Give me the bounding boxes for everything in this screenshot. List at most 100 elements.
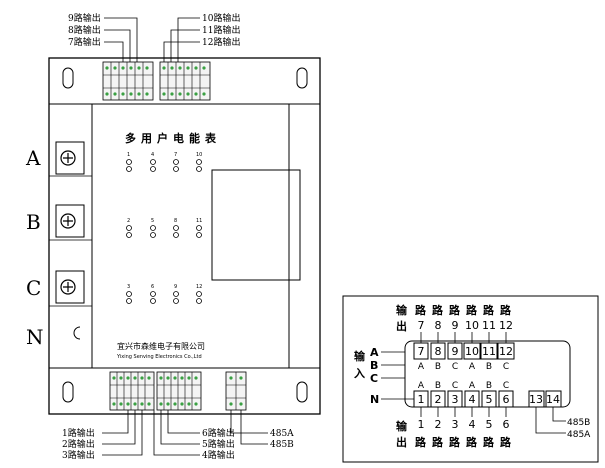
phase-label: N bbox=[26, 325, 44, 349]
terminal-box bbox=[430, 342, 446, 360]
terminal-block bbox=[102, 61, 154, 101]
box-label: 13 bbox=[529, 393, 543, 406]
led-icon bbox=[173, 291, 179, 297]
bottom-number: 6 bbox=[503, 418, 510, 431]
output-label: 10路输出 bbox=[202, 12, 240, 24]
phase-label: B bbox=[26, 210, 41, 234]
box-label: 6 bbox=[503, 393, 510, 406]
neutral-label: N bbox=[370, 393, 379, 406]
screw-icon bbox=[60, 213, 76, 229]
screw-icon bbox=[60, 279, 76, 295]
input-phase: B bbox=[370, 359, 378, 372]
bottom-box-row: 1 2 3 4 5 6 13 14 bbox=[413, 390, 562, 408]
led-icon bbox=[173, 166, 179, 172]
road-char: 路 bbox=[483, 435, 495, 449]
box-label: 9 bbox=[452, 345, 459, 358]
output-label: 6路输出 bbox=[202, 427, 235, 439]
box-label: 2 bbox=[435, 393, 442, 406]
box-label: 12 bbox=[499, 345, 513, 358]
led-icon bbox=[126, 166, 132, 172]
bottom-abc-row: A B C A B C bbox=[418, 381, 509, 391]
led-label: 11 bbox=[196, 218, 202, 224]
terminal-block bbox=[109, 371, 155, 411]
phase-letter: C bbox=[503, 362, 509, 372]
output-label: 9路输出 bbox=[68, 12, 101, 24]
output-label: 7路输出 bbox=[68, 36, 101, 48]
led-icon bbox=[150, 298, 156, 304]
output-label: 4路输出 bbox=[202, 449, 235, 461]
output-label: 12路输出 bbox=[202, 36, 240, 48]
led-icon bbox=[126, 225, 132, 231]
led-icon bbox=[196, 232, 202, 238]
screw-icon bbox=[60, 150, 76, 166]
output-label: 485B bbox=[270, 440, 294, 450]
top-number-row: 7 8 9 10 11 12 bbox=[418, 319, 514, 332]
led-icon bbox=[150, 225, 156, 231]
phase-letter: B bbox=[435, 381, 441, 391]
meter-cover bbox=[91, 103, 290, 369]
terminal-box bbox=[528, 390, 545, 408]
phase-letter: C bbox=[452, 362, 458, 372]
phase-letter: B bbox=[486, 362, 492, 372]
phase-letter: A bbox=[469, 381, 476, 391]
terminal-box bbox=[545, 390, 562, 408]
led-label: 9 bbox=[174, 284, 177, 290]
output-label: 11路输出 bbox=[202, 24, 240, 36]
road-char: 路 bbox=[415, 435, 427, 449]
terminal-box bbox=[463, 342, 481, 360]
phase-letter: A bbox=[418, 362, 425, 372]
phase-letter: B bbox=[486, 381, 492, 391]
bottom-number: 1 bbox=[418, 418, 425, 431]
led-label: 6 bbox=[151, 284, 154, 290]
road-char: 路 bbox=[449, 435, 461, 449]
road-char: 路 bbox=[415, 303, 427, 317]
output-label: 1路输出 bbox=[62, 427, 95, 439]
phase-letter: C bbox=[503, 381, 509, 391]
led-icon bbox=[126, 159, 132, 165]
input-phase: A bbox=[370, 346, 379, 359]
phase-terminals bbox=[49, 141, 92, 340]
top-number: 12 bbox=[499, 319, 513, 332]
output-label: 2路输出 bbox=[62, 438, 95, 450]
meter-body bbox=[48, 57, 321, 415]
phase-terminal-b bbox=[55, 204, 85, 238]
box-label: 14 bbox=[546, 393, 560, 406]
road-char: 路 bbox=[432, 435, 444, 449]
top-abc-row: A B C A B C bbox=[418, 362, 509, 372]
top-number: 9 bbox=[452, 319, 459, 332]
meter-enclosure: 多用户电能表 宜兴市森维电子有限公司 Yixing Senving Electr… bbox=[25, 12, 321, 461]
led-label: 1 bbox=[127, 152, 130, 158]
road-char: 路 bbox=[500, 435, 512, 449]
terminal-box bbox=[497, 342, 515, 360]
output-label: 485A bbox=[270, 429, 294, 439]
led-icon bbox=[196, 225, 202, 231]
led-icon bbox=[150, 159, 156, 165]
output-label: 3路输出 bbox=[62, 449, 95, 461]
led-icon bbox=[126, 298, 132, 304]
input-phase: C bbox=[370, 372, 378, 385]
led-label: 7 bbox=[174, 152, 177, 158]
led-label: 12 bbox=[196, 284, 202, 290]
mount-slot bbox=[296, 381, 308, 403]
bottom-number-row: 1 2 3 4 5 6 bbox=[418, 418, 510, 431]
road-char: 路 bbox=[449, 303, 461, 317]
led-icon bbox=[196, 291, 202, 297]
terminal-box bbox=[413, 342, 429, 360]
phase-letter: A bbox=[418, 381, 425, 391]
top-char: 输 bbox=[396, 303, 408, 317]
neutral-terminal bbox=[73, 326, 81, 340]
mount-slot bbox=[62, 67, 74, 89]
led-icon bbox=[173, 232, 179, 238]
input-wires bbox=[381, 351, 414, 400]
top-number: 10 bbox=[465, 319, 479, 332]
led-icon bbox=[150, 232, 156, 238]
terminal-block bbox=[156, 371, 202, 411]
bottom-terminal-block bbox=[102, 371, 268, 456]
led-icon bbox=[173, 298, 179, 304]
output-label: 5路输出 bbox=[202, 438, 235, 450]
phase-letter: B bbox=[435, 362, 441, 372]
led-label: 4 bbox=[151, 152, 154, 158]
led-icon bbox=[196, 298, 202, 304]
terminal-block bbox=[159, 61, 211, 101]
bottom-char: 出 bbox=[396, 435, 407, 449]
